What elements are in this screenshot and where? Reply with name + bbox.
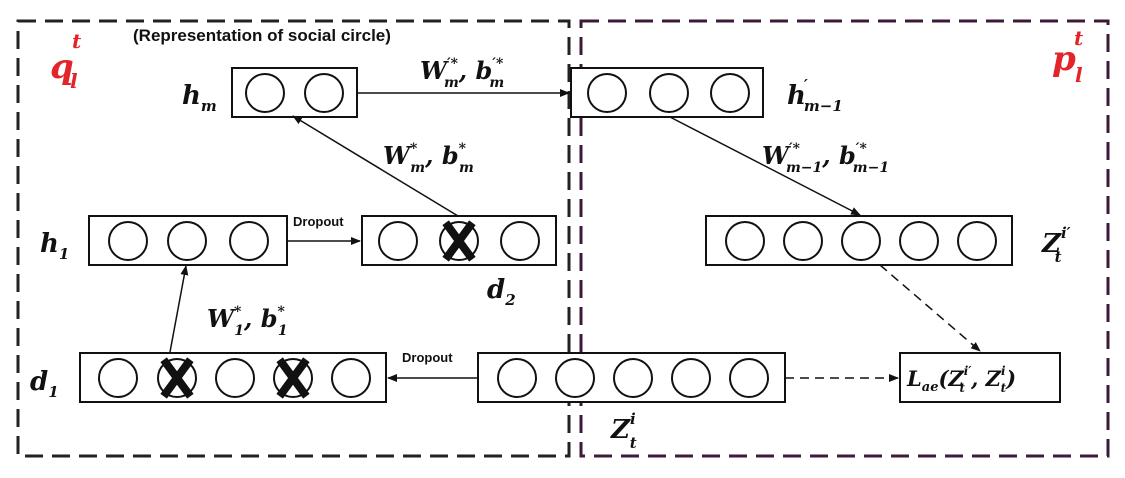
- weight-label-wm-prime: W′*m, b′*m: [420, 56, 504, 91]
- label-d2: d2: [487, 275, 516, 309]
- neuron: [899, 221, 939, 261]
- layer-zprime: [705, 215, 1013, 266]
- dropped-neuron-icon: [276, 357, 310, 399]
- neuron: [957, 221, 997, 261]
- decoder-panel-label-sub: l: [1075, 63, 1083, 87]
- layer-d1: [79, 352, 387, 403]
- neuron: [229, 221, 269, 261]
- decoder-panel: [579, 19, 1110, 458]
- neuron: [649, 73, 689, 113]
- neuron: [98, 358, 138, 398]
- neuron: [710, 73, 750, 113]
- neuron: [725, 221, 765, 261]
- dropped-neuron-icon: [442, 220, 476, 262]
- label-hm: hm: [182, 81, 217, 115]
- label-hm1: h′m−1: [787, 76, 843, 115]
- neuron: [500, 221, 540, 261]
- label-d1: d1: [30, 367, 59, 401]
- encoder-panel-label-base: q: [50, 47, 74, 87]
- layer-h1: [88, 215, 288, 266]
- neuron: [555, 358, 595, 398]
- label-zprime: Zi′t: [1041, 224, 1071, 266]
- layer-hm: [231, 67, 358, 118]
- neuron: [108, 221, 148, 261]
- encoder-panel-label-sub: l: [70, 69, 78, 93]
- neuron: [304, 73, 344, 113]
- weight-label-wm1-prime: W′*m−1, b′*m−1: [762, 141, 889, 176]
- neuron: [331, 358, 371, 398]
- dropout-label-top: Dropout: [293, 214, 344, 229]
- layer-hm1: [570, 67, 764, 118]
- encoder-panel: [16, 19, 571, 458]
- decoder-panel-label-base: p: [1052, 39, 1076, 79]
- neuron: [439, 221, 479, 261]
- neuron: [245, 73, 285, 113]
- arrow-d2-to-hm: [292, 115, 459, 217]
- encoder-caption: (Representation of social circle): [133, 26, 391, 45]
- arrow-d1-to-h1: [169, 265, 189, 353]
- neuron: [841, 221, 881, 261]
- arrow-zprime-to-loss: [879, 264, 981, 352]
- label-h1: h1: [40, 229, 69, 263]
- dropout-label-bottom: Dropout: [402, 350, 453, 365]
- neuron: [729, 358, 769, 398]
- neuron: [587, 73, 627, 113]
- neuron: [157, 358, 197, 398]
- neuron: [215, 358, 255, 398]
- decoder-panel-label: p t l: [1052, 26, 1084, 87]
- layer-z: [477, 352, 786, 403]
- neuron: [671, 358, 711, 398]
- neuron: [783, 221, 823, 261]
- encoder-panel-label-sup: t: [72, 29, 82, 53]
- arrow-hm1-to-zprime: [669, 116, 861, 216]
- neuron: [497, 358, 537, 398]
- neuron: [613, 358, 653, 398]
- weight-label-wm: W*m, b*m: [383, 141, 474, 176]
- neuron: [167, 221, 207, 261]
- neuron: [273, 358, 313, 398]
- neuron: [378, 221, 418, 261]
- dropped-neuron-icon: [160, 357, 194, 399]
- loss-box: [899, 352, 1061, 403]
- decoder-panel-label-sup: t: [1074, 26, 1084, 50]
- encoder-panel-label: q t l: [50, 29, 82, 93]
- layer-d2: [361, 215, 557, 266]
- weight-label-w1: W*1, b*1: [207, 304, 288, 339]
